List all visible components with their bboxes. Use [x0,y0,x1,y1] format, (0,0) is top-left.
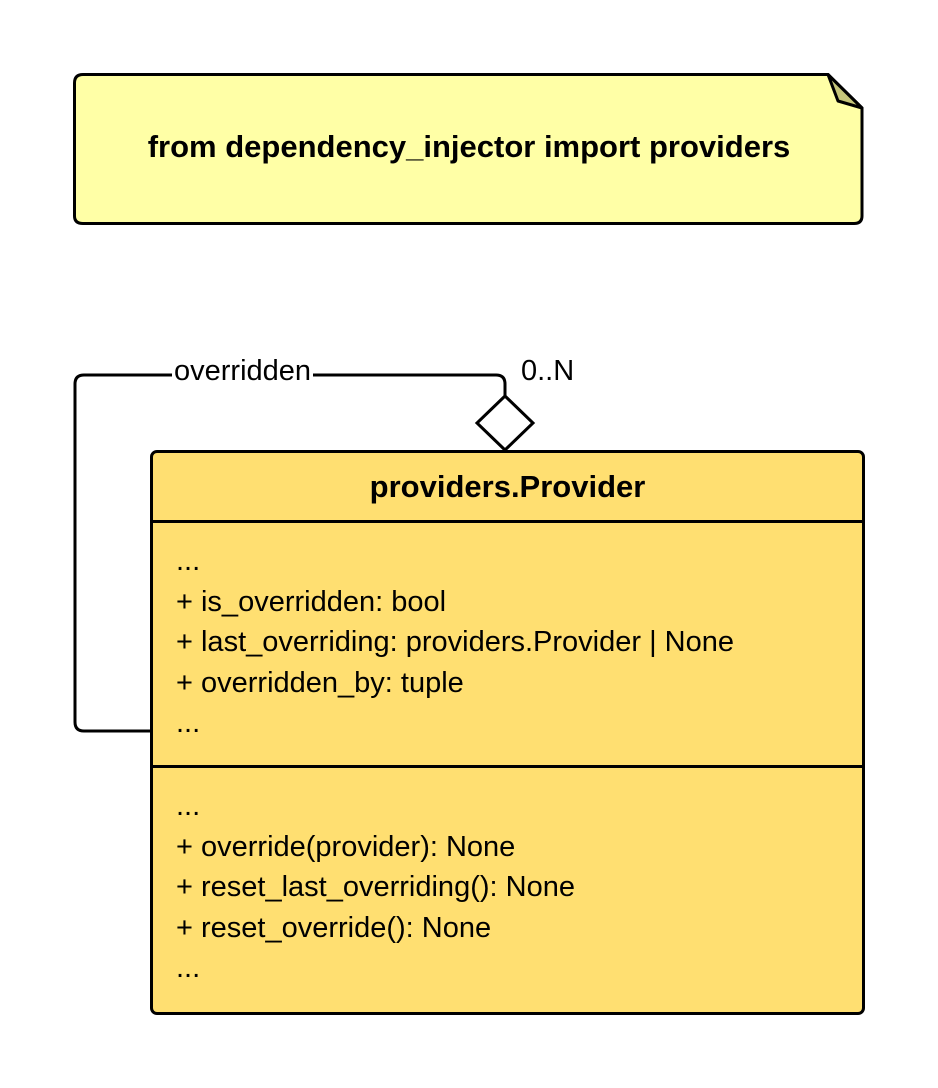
attribute-line: ... [176,707,201,739]
method-line: ... [176,790,201,822]
note-text: from dependency_injector import provider… [147,129,791,164]
attribute-line: + is_overridden: bool [176,585,447,618]
provider-class: providers.Provider ... + is_overridden: … [150,450,865,1015]
multiplicity-label: 0..N [521,355,575,387]
method-line: + override(provider): None [176,830,516,863]
attributes-section: ... + is_overridden: bool + last_overrid… [153,523,862,768]
method-line: + reset_override(): None [176,911,492,944]
association-label: overridden [172,355,314,387]
methods-section: ... + override(provider): None + reset_l… [153,768,862,989]
class-name: providers.Provider [153,453,862,523]
attribute-line: + overridden_by: tuple [176,666,464,699]
attribute-line: + last_overriding: providers.Provider | … [176,626,734,658]
method-line: ... [176,952,201,984]
attribute-line: ... [176,545,201,577]
note-shape [73,73,864,225]
import-note: from dependency_injector import provider… [73,73,865,227]
method-line: + reset_last_overriding(): None [176,871,575,903]
aggregation-diamond [474,393,536,453]
